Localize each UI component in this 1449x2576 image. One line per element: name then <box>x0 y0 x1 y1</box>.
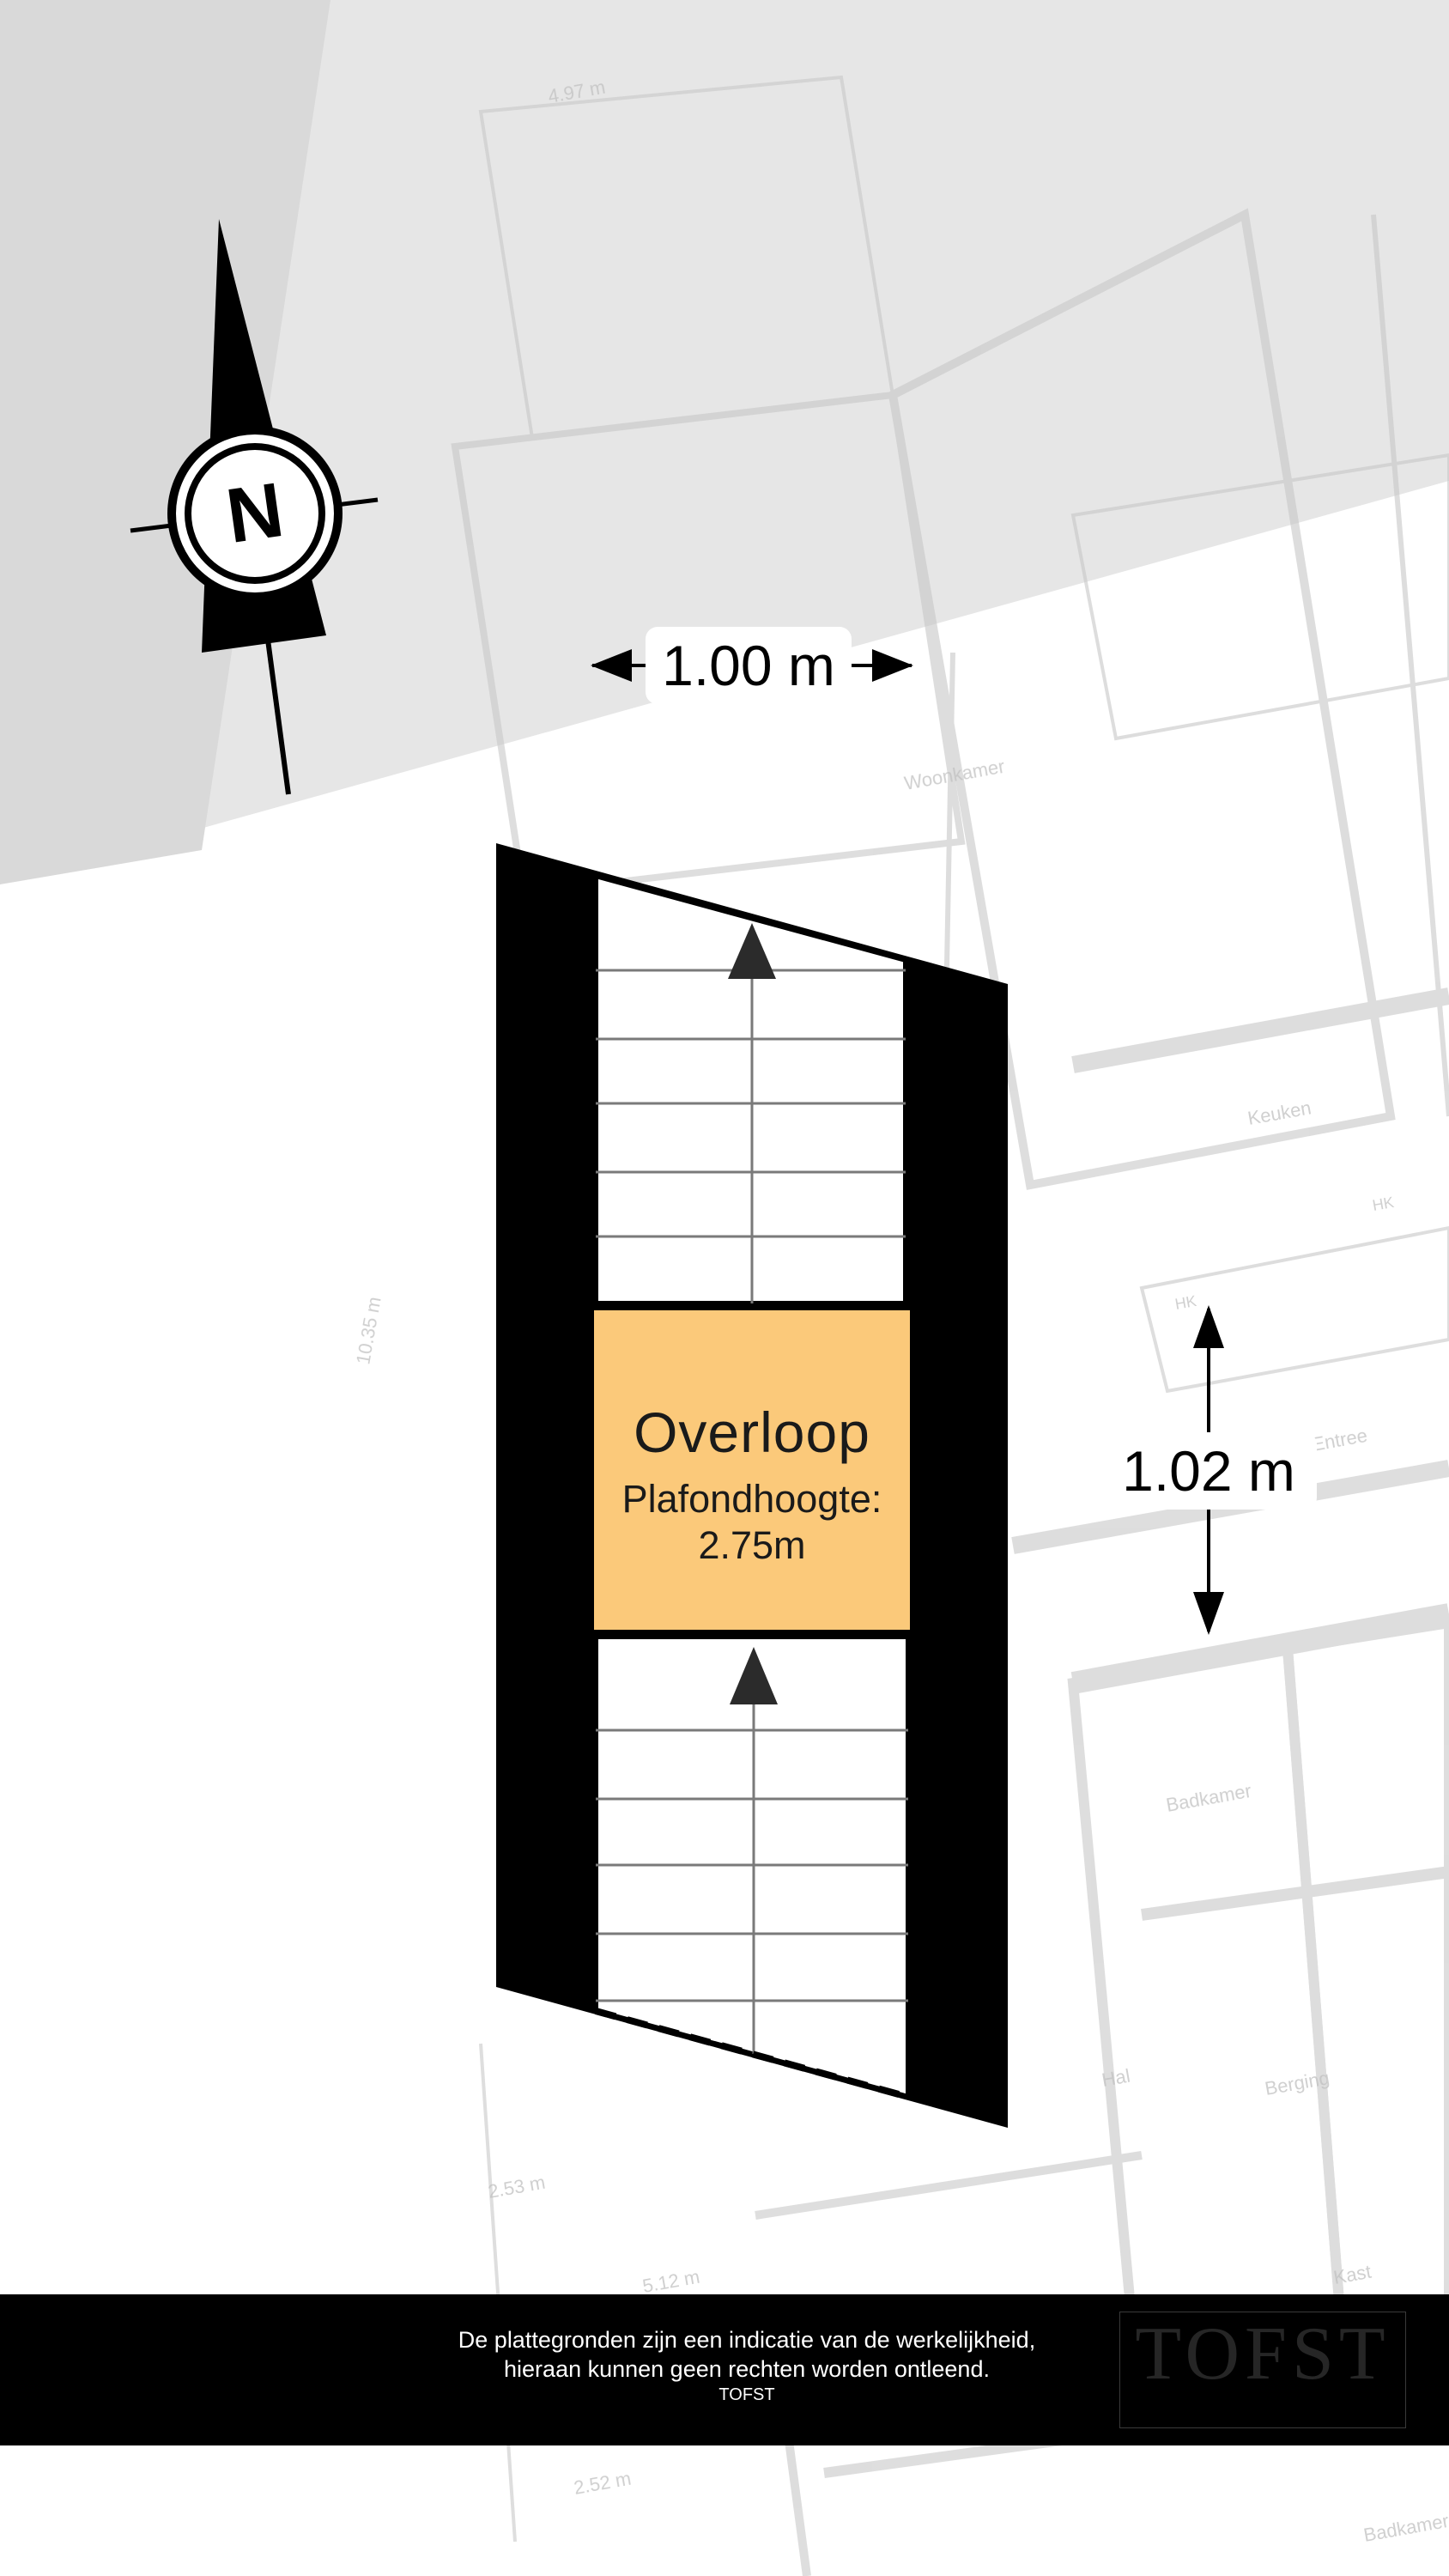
lower-stair-flight <box>593 1634 911 2100</box>
bg-label-hk-1: HK <box>1173 1292 1197 1313</box>
bg-dimension-label: 2.52 m <box>573 2468 634 2499</box>
compass-ring-inner <box>185 443 325 584</box>
bg-label-keuken: Keuken <box>1246 1097 1313 1129</box>
lower-stair-arrow <box>730 1647 778 1704</box>
compass-letter: N <box>221 467 288 560</box>
brand-logo-frame <box>1119 2312 1406 2428</box>
bg-dimension-label: 2.53 m <box>487 2172 548 2202</box>
height-dimension-label: 1.02 m <box>1100 1432 1317 1510</box>
bg-label-badkamer-2: Badkamer <box>1362 2510 1449 2546</box>
landing-label-group: Overloop Plafondhoogte: 2.75m <box>592 1309 912 1631</box>
ceiling-height-label: Plafondhoogte: <box>621 1477 882 1521</box>
upper-stair-arrow <box>728 923 776 979</box>
bg-label-hk-2: HK <box>1371 1194 1395 1214</box>
compass-ring-white <box>176 434 334 592</box>
bg-label-entree: Entree <box>1311 1425 1369 1455</box>
width-dimension-label: 1.00 m <box>646 627 852 704</box>
disclaimer-line-2: hieraan kunnen geen rechten worden ontle… <box>504 2356 990 2382</box>
disclaimer-brand: TOFST <box>718 2385 775 2404</box>
bg-label-hal: Hal <box>1100 2065 1132 2091</box>
upper-stair-flight <box>593 872 908 1306</box>
bg-dimension-label: 5.12 m <box>641 2266 702 2297</box>
compass-icon: N <box>130 219 379 795</box>
disclaimer-line-1: De plattegronden zijn een indicatie van … <box>458 2327 1036 2353</box>
background-darker-area <box>0 0 330 884</box>
brand-logo-text: TOFST <box>1135 2312 1391 2396</box>
background-gray-area <box>0 0 1449 884</box>
brand-logo: TOFST <box>1119 2312 1406 2428</box>
bg-dimension-label: 10.35 m <box>352 1295 385 1366</box>
bg-label-badkamer: Badkamer <box>1165 1780 1253 1816</box>
ceiling-height-value: 2.75m <box>698 1523 806 1567</box>
disclaimer-text: De plattegronden zijn een indicatie van … <box>361 2325 1133 2406</box>
footer-bar: De plattegronden zijn een indicatie van … <box>0 2294 1449 2445</box>
landing-room <box>591 1307 913 1633</box>
room-name: Overloop <box>634 1400 870 1464</box>
